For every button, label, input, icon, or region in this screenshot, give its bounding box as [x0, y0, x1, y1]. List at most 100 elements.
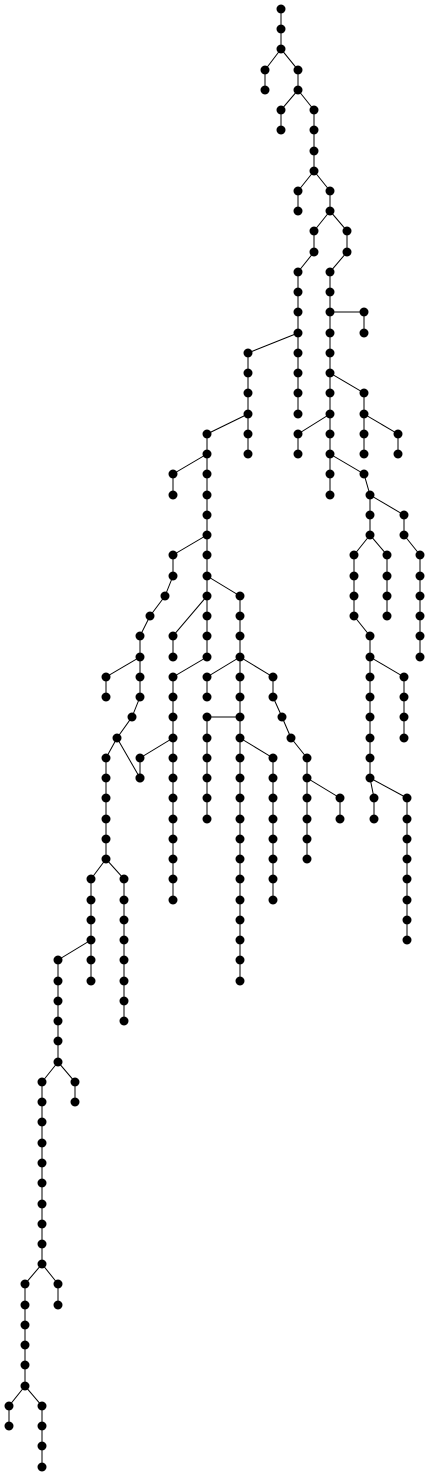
- tree-node: [349, 591, 359, 601]
- tree-node: [399, 510, 409, 520]
- tree-node: [393, 429, 403, 439]
- tree-node: [268, 753, 278, 763]
- tree-node: [4, 1421, 14, 1431]
- tree-node: [402, 814, 412, 824]
- tree-node: [325, 348, 335, 358]
- tree-node: [293, 186, 303, 196]
- tree-edge: [172, 656, 208, 678]
- tree-node: [235, 753, 245, 763]
- tree-node: [37, 1097, 47, 1107]
- tree-node: [235, 672, 245, 682]
- tree-node: [359, 307, 369, 317]
- tree-edge: [369, 494, 405, 516]
- tree-node: [119, 874, 129, 884]
- tree-node: [382, 611, 392, 621]
- tree-node: [243, 429, 253, 439]
- tree-node: [202, 429, 212, 439]
- tree-edge: [363, 413, 399, 435]
- tree-node: [37, 1158, 47, 1168]
- tree-node: [268, 834, 278, 844]
- tree-node: [86, 895, 96, 905]
- tree-node: [293, 85, 303, 95]
- tree-edge: [280, 48, 299, 71]
- tree-node: [359, 328, 369, 338]
- tree-node: [359, 388, 369, 398]
- tree-node: [168, 733, 178, 743]
- tree-node: [235, 935, 245, 945]
- tree-node: [302, 814, 312, 824]
- tree-node: [325, 267, 335, 277]
- tree-node: [365, 692, 375, 702]
- tree-node: [135, 631, 145, 641]
- tree-node: [37, 1077, 47, 1087]
- tree-node: [309, 166, 319, 176]
- tree-node: [402, 915, 412, 925]
- tree-node: [202, 652, 212, 662]
- tree-node: [37, 1259, 47, 1269]
- tree-node: [37, 1117, 47, 1127]
- tree-node: [243, 348, 253, 358]
- tree-edge: [105, 656, 141, 678]
- tree-node: [325, 307, 335, 317]
- tree-node: [235, 895, 245, 905]
- tree-node: [37, 1239, 47, 1249]
- tree-node: [202, 469, 212, 479]
- tree-node: [202, 550, 212, 560]
- tree-node: [293, 267, 303, 277]
- tree-node: [235, 692, 245, 702]
- tree-node: [37, 1421, 47, 1431]
- tree-node: [325, 429, 335, 439]
- tree-node: [20, 1300, 30, 1310]
- tree-node: [235, 874, 245, 884]
- tree-edge: [329, 453, 365, 475]
- tree-node: [70, 1097, 80, 1107]
- tree-node: [119, 996, 129, 1006]
- tree-node: [86, 935, 96, 945]
- tree-node: [168, 854, 178, 864]
- tree-node: [349, 550, 359, 560]
- tree-node: [168, 631, 178, 641]
- tree-node: [365, 490, 375, 500]
- tree-node: [309, 105, 319, 115]
- tree-node: [302, 793, 312, 803]
- tree-node: [268, 793, 278, 803]
- tree-node: [365, 773, 375, 783]
- tree-node: [235, 733, 245, 743]
- tree-node: [202, 530, 212, 540]
- tree-node: [53, 1057, 63, 1067]
- tree-node: [402, 935, 412, 945]
- tree-node: [127, 712, 137, 722]
- tree-node: [402, 793, 412, 803]
- tree-node: [20, 1320, 30, 1330]
- tree-node: [325, 409, 335, 419]
- tree-node: [235, 631, 245, 641]
- tree-node: [293, 449, 303, 459]
- tree-node: [235, 854, 245, 864]
- tree-node: [168, 814, 178, 824]
- tree-node: [286, 733, 296, 743]
- tree-node: [101, 834, 111, 844]
- tree-node: [168, 692, 178, 702]
- tree-node: [37, 1138, 47, 1148]
- tree-node: [168, 753, 178, 763]
- tree-node: [37, 1178, 47, 1188]
- tree-node: [277, 712, 287, 722]
- edges-layer: [8, 9, 421, 1467]
- tree-node: [119, 955, 129, 965]
- tree-node: [168, 490, 178, 500]
- tree-node: [268, 895, 278, 905]
- tree-node: [393, 449, 403, 459]
- tree-node: [359, 409, 369, 419]
- tree-node: [276, 105, 286, 115]
- tree-node: [53, 996, 63, 1006]
- tree-node: [399, 712, 409, 722]
- tree-node: [168, 773, 178, 783]
- tree-node: [37, 1199, 47, 1209]
- tree-node: [119, 1016, 129, 1026]
- tree-node: [101, 814, 111, 824]
- tree-node: [243, 409, 253, 419]
- tree-node: [135, 652, 145, 662]
- tree-node: [168, 793, 178, 803]
- tree-node: [402, 895, 412, 905]
- tree-node: [168, 652, 178, 662]
